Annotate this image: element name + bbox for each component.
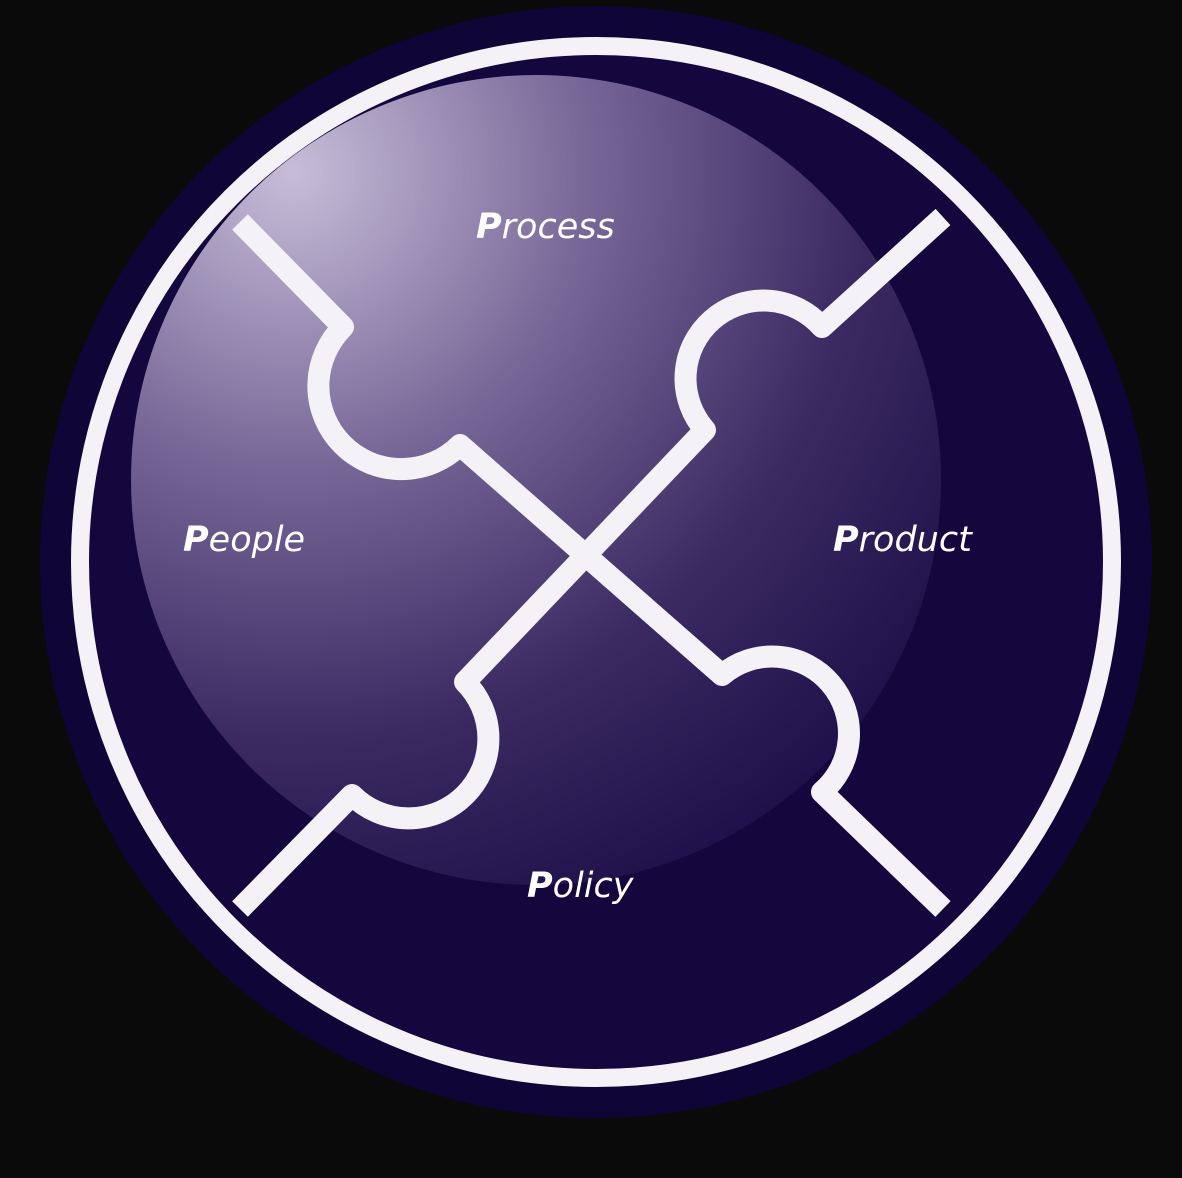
label-people: People: [183, 520, 305, 560]
puzzle-line-ne-sw: [232, 208, 951, 917]
label-people-rest: eople: [209, 520, 305, 560]
puzzle-line-nw-se: [232, 214, 951, 917]
label-policy: Policy: [527, 866, 635, 906]
label-product: Product: [833, 520, 973, 560]
label-process-initial: P: [476, 207, 502, 247]
white-ring: [71, 37, 1121, 1087]
sphere-highlight: [131, 75, 941, 885]
label-policy-rest: olicy: [553, 866, 635, 906]
label-product-rest: roduct: [859, 520, 973, 560]
label-process-rest: rocess: [502, 207, 615, 247]
label-product-initial: P: [833, 520, 859, 560]
label-people-initial: P: [183, 520, 209, 560]
label-process: Process: [476, 207, 615, 247]
label-policy-initial: P: [527, 866, 553, 906]
